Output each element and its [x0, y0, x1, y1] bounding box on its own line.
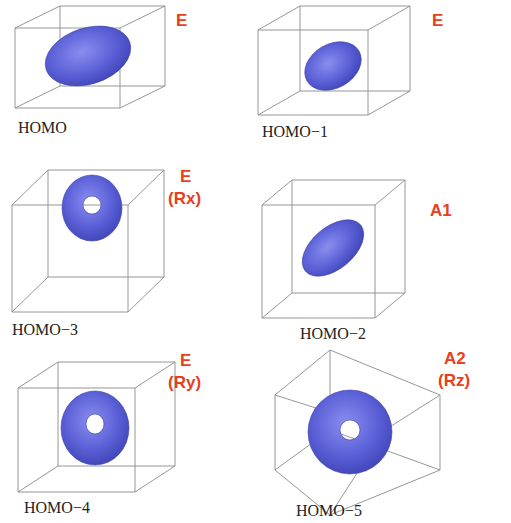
- symmetry-label: E: [180, 168, 191, 185]
- orbital-name: HOMO−3: [12, 322, 78, 338]
- symmetry-label: E: [176, 12, 187, 29]
- symmetry-label: E: [180, 352, 191, 369]
- symmetry-label: E: [432, 12, 443, 29]
- symmetry-label: A2: [444, 350, 466, 367]
- orbital-surfaces: [38, 16, 392, 474]
- orbital-name: HOMO−4: [24, 500, 90, 516]
- orbital-name: HOMO−2: [300, 326, 366, 342]
- symmetry-label: (Ry): [168, 374, 201, 391]
- orbital-name: HOMO−1: [262, 124, 328, 140]
- orbital-name: HOMO−5: [296, 503, 362, 519]
- symmetry-label: A1: [430, 202, 452, 219]
- cube-frames: [12, 6, 440, 515]
- symmetry-label: (Rx): [168, 190, 201, 207]
- symmetry-label: (Rz): [438, 372, 470, 389]
- orbital-name: HOMO: [18, 120, 67, 136]
